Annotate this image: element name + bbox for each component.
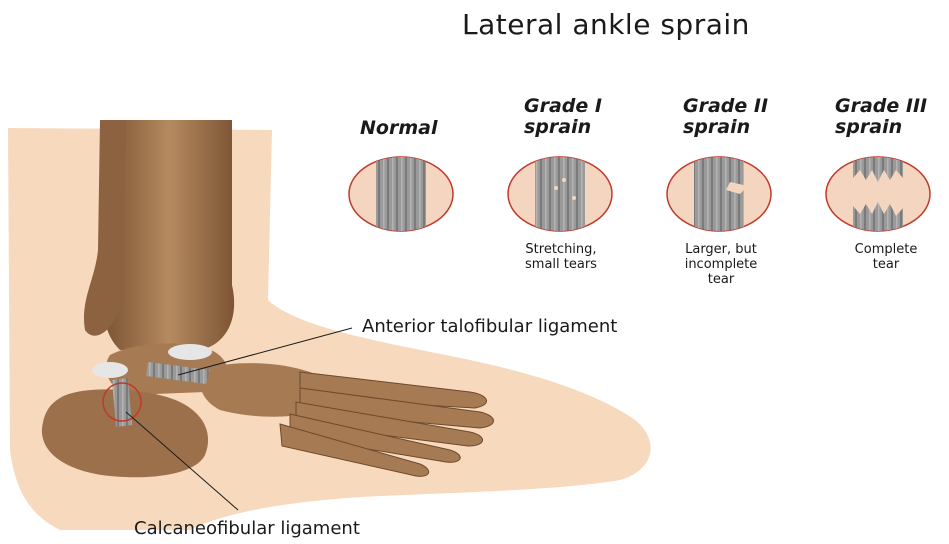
grade-circle-grade-1 [508,150,612,240]
grade-heading-line: Grade I [524,96,602,117]
grade-description-grade-1: Stretching, small tears [506,242,616,272]
grade-description-line: tear [666,272,776,287]
grade-description-grade-3: Complete tear [836,242,936,272]
grade-description-line: Stretching, [506,242,616,257]
grade-description-line: Larger, but [666,242,776,257]
grade-description-line: small tears [506,257,616,272]
label-anterior-talofibular-ligament: Anterior talofibular ligament [362,316,617,337]
grade-heading-line: sprain [683,117,768,138]
grade-heading-grade-1: Grade I sprain [524,96,602,138]
cartilage-shape [168,344,212,360]
diagram-title: Lateral ankle sprain [462,8,750,41]
grade-heading-line: Grade III [835,96,927,117]
grade-heading-grade-3: Grade III sprain [835,96,927,138]
grade-description-line: incomplete [666,257,776,272]
grade-circle-grade-2 [667,150,771,240]
grade-description-grade-2: Larger, but incomplete tear [666,242,776,287]
grade-heading-line: Grade II [683,96,768,117]
grade-heading-line: sprain [524,117,602,138]
grade-description-line: Complete [836,242,936,257]
grade-circle-grade-3 [826,150,930,240]
grade-heading-line: sprain [835,117,927,138]
label-calcaneofibular-ligament: Calcaneofibular ligament [134,518,360,539]
grade-heading-normal: Normal [360,118,437,139]
grade-heading-line: Normal [360,118,437,139]
cartilage-shape [92,362,128,378]
grade-heading-grade-2: Grade II sprain [683,96,768,138]
grade-description-line: tear [836,257,936,272]
grade-circle-normal [349,150,453,240]
